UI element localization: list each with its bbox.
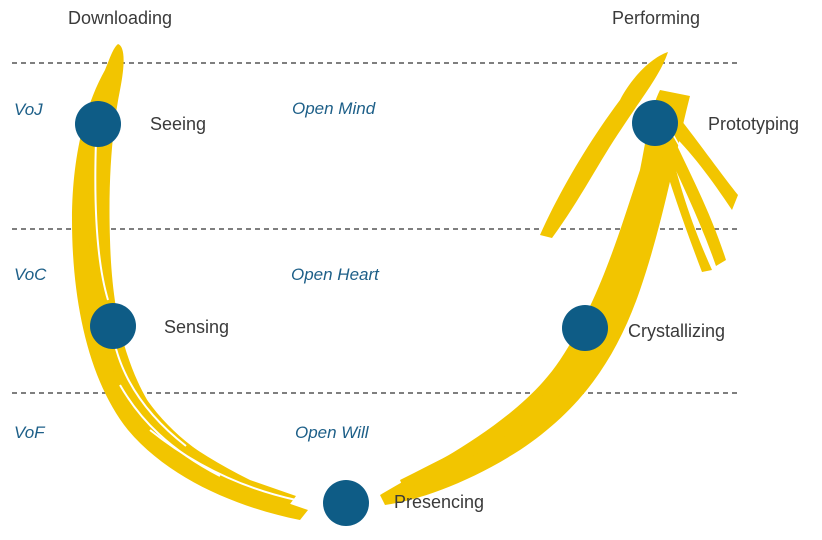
label-prototyping: Prototyping <box>708 114 800 134</box>
node-seeing <box>75 101 121 147</box>
node-prototyping <box>632 100 678 146</box>
label-voice-of-cynicism: VoC <box>14 265 47 284</box>
node-crystallizing <box>562 305 608 351</box>
label-open-will: Open Will <box>295 423 369 442</box>
label-open-mind: Open Mind <box>292 99 376 118</box>
label-voice-of-judgment: VoJ <box>14 100 43 119</box>
label-presencing: Presencing <box>394 492 485 512</box>
label-sensing: Sensing <box>164 317 230 337</box>
node-presencing <box>323 480 369 526</box>
label-downloading: Downloading <box>68 8 173 28</box>
node-sensing <box>90 303 136 349</box>
label-seeing: Seeing <box>150 114 207 134</box>
label-crystallizing: Crystallizing <box>628 321 726 341</box>
right-brush-stroke <box>380 52 738 505</box>
label-voice-of-fear: VoF <box>14 423 45 442</box>
label-open-heart: Open Heart <box>291 265 379 284</box>
label-performing: Performing <box>612 8 701 28</box>
